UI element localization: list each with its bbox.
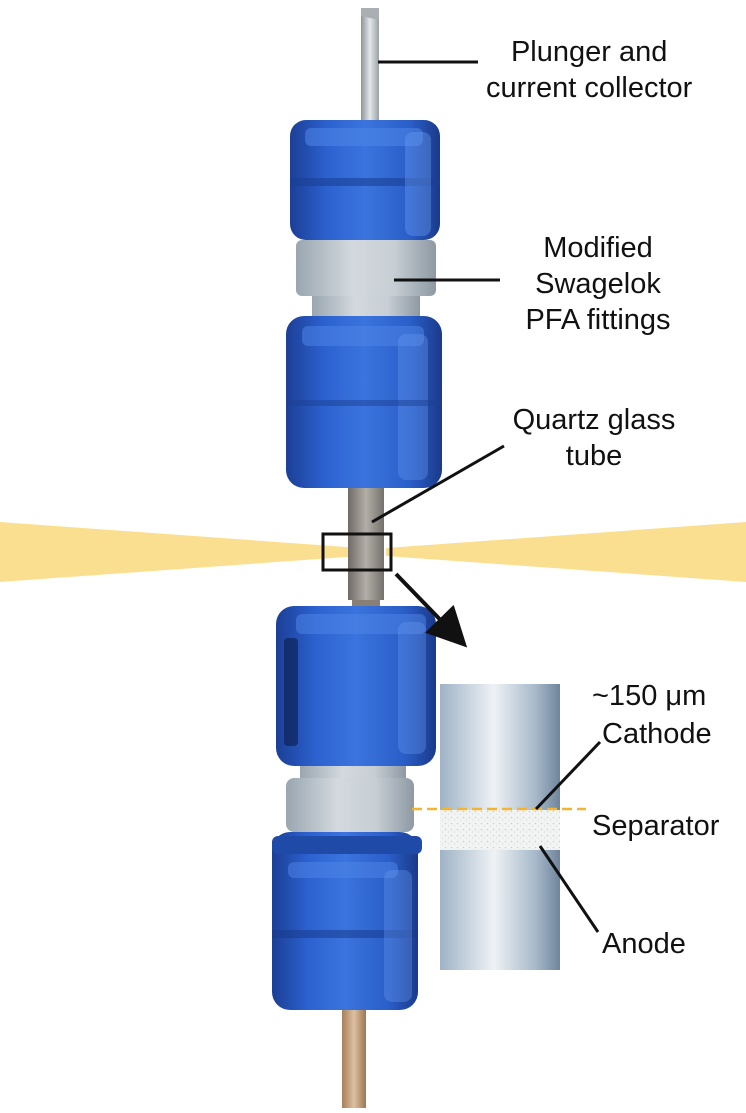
tube-callout-line: [371, 444, 505, 524]
anode-label: Anode: [602, 928, 686, 960]
xray-beam-right: [386, 522, 746, 582]
upper-nut-bottom: [286, 316, 442, 488]
zoom-frame-icon: [321, 532, 393, 572]
xray-beam-left: [0, 522, 360, 582]
tube-label: Quartz glass tube: [512, 404, 676, 472]
bottom-rod: [342, 1010, 366, 1108]
separator-layer: [440, 810, 560, 850]
quartz-tube: [348, 488, 384, 600]
upper-spacer: [296, 240, 436, 296]
thickness-label: ~150 μm: [592, 680, 707, 712]
plunger-label: Plunger and current collector: [486, 36, 693, 104]
separator-label: Separator: [592, 810, 720, 842]
anode-layer: [440, 850, 560, 970]
lower-nut-top: [276, 606, 436, 766]
arrow-down-right-icon: [394, 572, 468, 648]
plunger-rod: [361, 8, 379, 120]
cathode-layer: [440, 684, 560, 810]
anode-callout-line: [538, 845, 600, 933]
magnified-inset: [412, 684, 586, 970]
lower-nut-bottom: [272, 832, 422, 1010]
cathode-label: Cathode: [602, 718, 712, 750]
fittings-label: Modified Swagelok PFA fittings: [525, 232, 671, 336]
upper-nut-top: [290, 120, 440, 240]
lower-spacer: [286, 778, 414, 832]
plunger-tip: [361, 8, 379, 20]
cathode-callout-line: [534, 740, 602, 811]
